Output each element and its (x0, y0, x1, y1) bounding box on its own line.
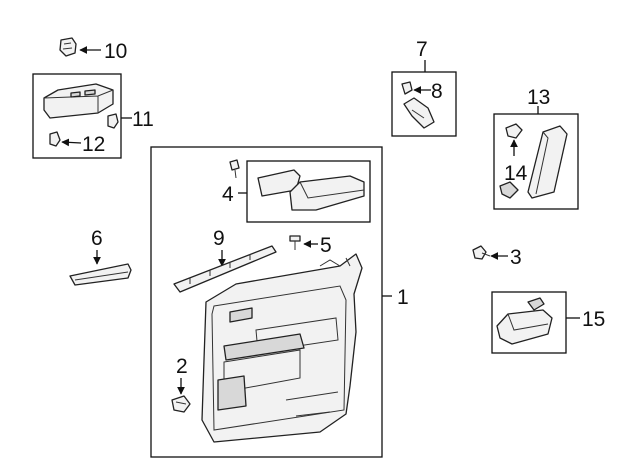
callout-3: 3 (510, 246, 522, 269)
bracket-part-7 (403, 97, 435, 129)
callout-8: 8 (431, 80, 443, 103)
callout-6: 6 (91, 227, 103, 250)
frame-part-4 (246, 160, 371, 223)
callout-5: 5 (320, 234, 332, 257)
pocket-part-15 (496, 297, 553, 345)
callout-9: 9 (213, 227, 225, 250)
frame-part-7 (391, 71, 457, 137)
trim-cover-part-13 (527, 125, 568, 199)
clip-small-part-11 (107, 113, 119, 129)
screw-part-4 (229, 159, 240, 179)
screw-part-14 (499, 123, 523, 199)
weatherstrip-part-9 (173, 245, 277, 293)
armrest-part-4 (257, 169, 365, 211)
callout-13: 13 (527, 86, 550, 109)
frame-part-15 (491, 291, 567, 354)
callout-7: 7 (416, 38, 428, 61)
callout-1: 1 (397, 286, 409, 309)
screw-part-5 (289, 235, 301, 250)
callout-15: 15 (582, 308, 605, 331)
frame-part-11 (32, 73, 122, 159)
door-panel-part-1 (201, 253, 363, 443)
callout-2: 2 (176, 355, 188, 378)
callout-14: 14 (504, 162, 528, 185)
callout-12: 12 (82, 133, 105, 156)
clip-part-10 (59, 37, 77, 57)
trim-strip-part-6 (69, 263, 132, 286)
nut-part-8 (401, 81, 413, 95)
callout-10: 10 (104, 40, 127, 63)
leader-12 (61, 138, 82, 147)
switch-bezel-part-11 (43, 83, 114, 119)
callout-4: 4 (222, 183, 234, 206)
frame-part-13 (493, 113, 579, 210)
clip-part-2 (171, 395, 191, 413)
retainer-part-12 (49, 131, 61, 147)
callout-11: 11 (132, 108, 154, 131)
frame-part-1 (150, 146, 383, 458)
screw-part-3 (472, 245, 491, 260)
